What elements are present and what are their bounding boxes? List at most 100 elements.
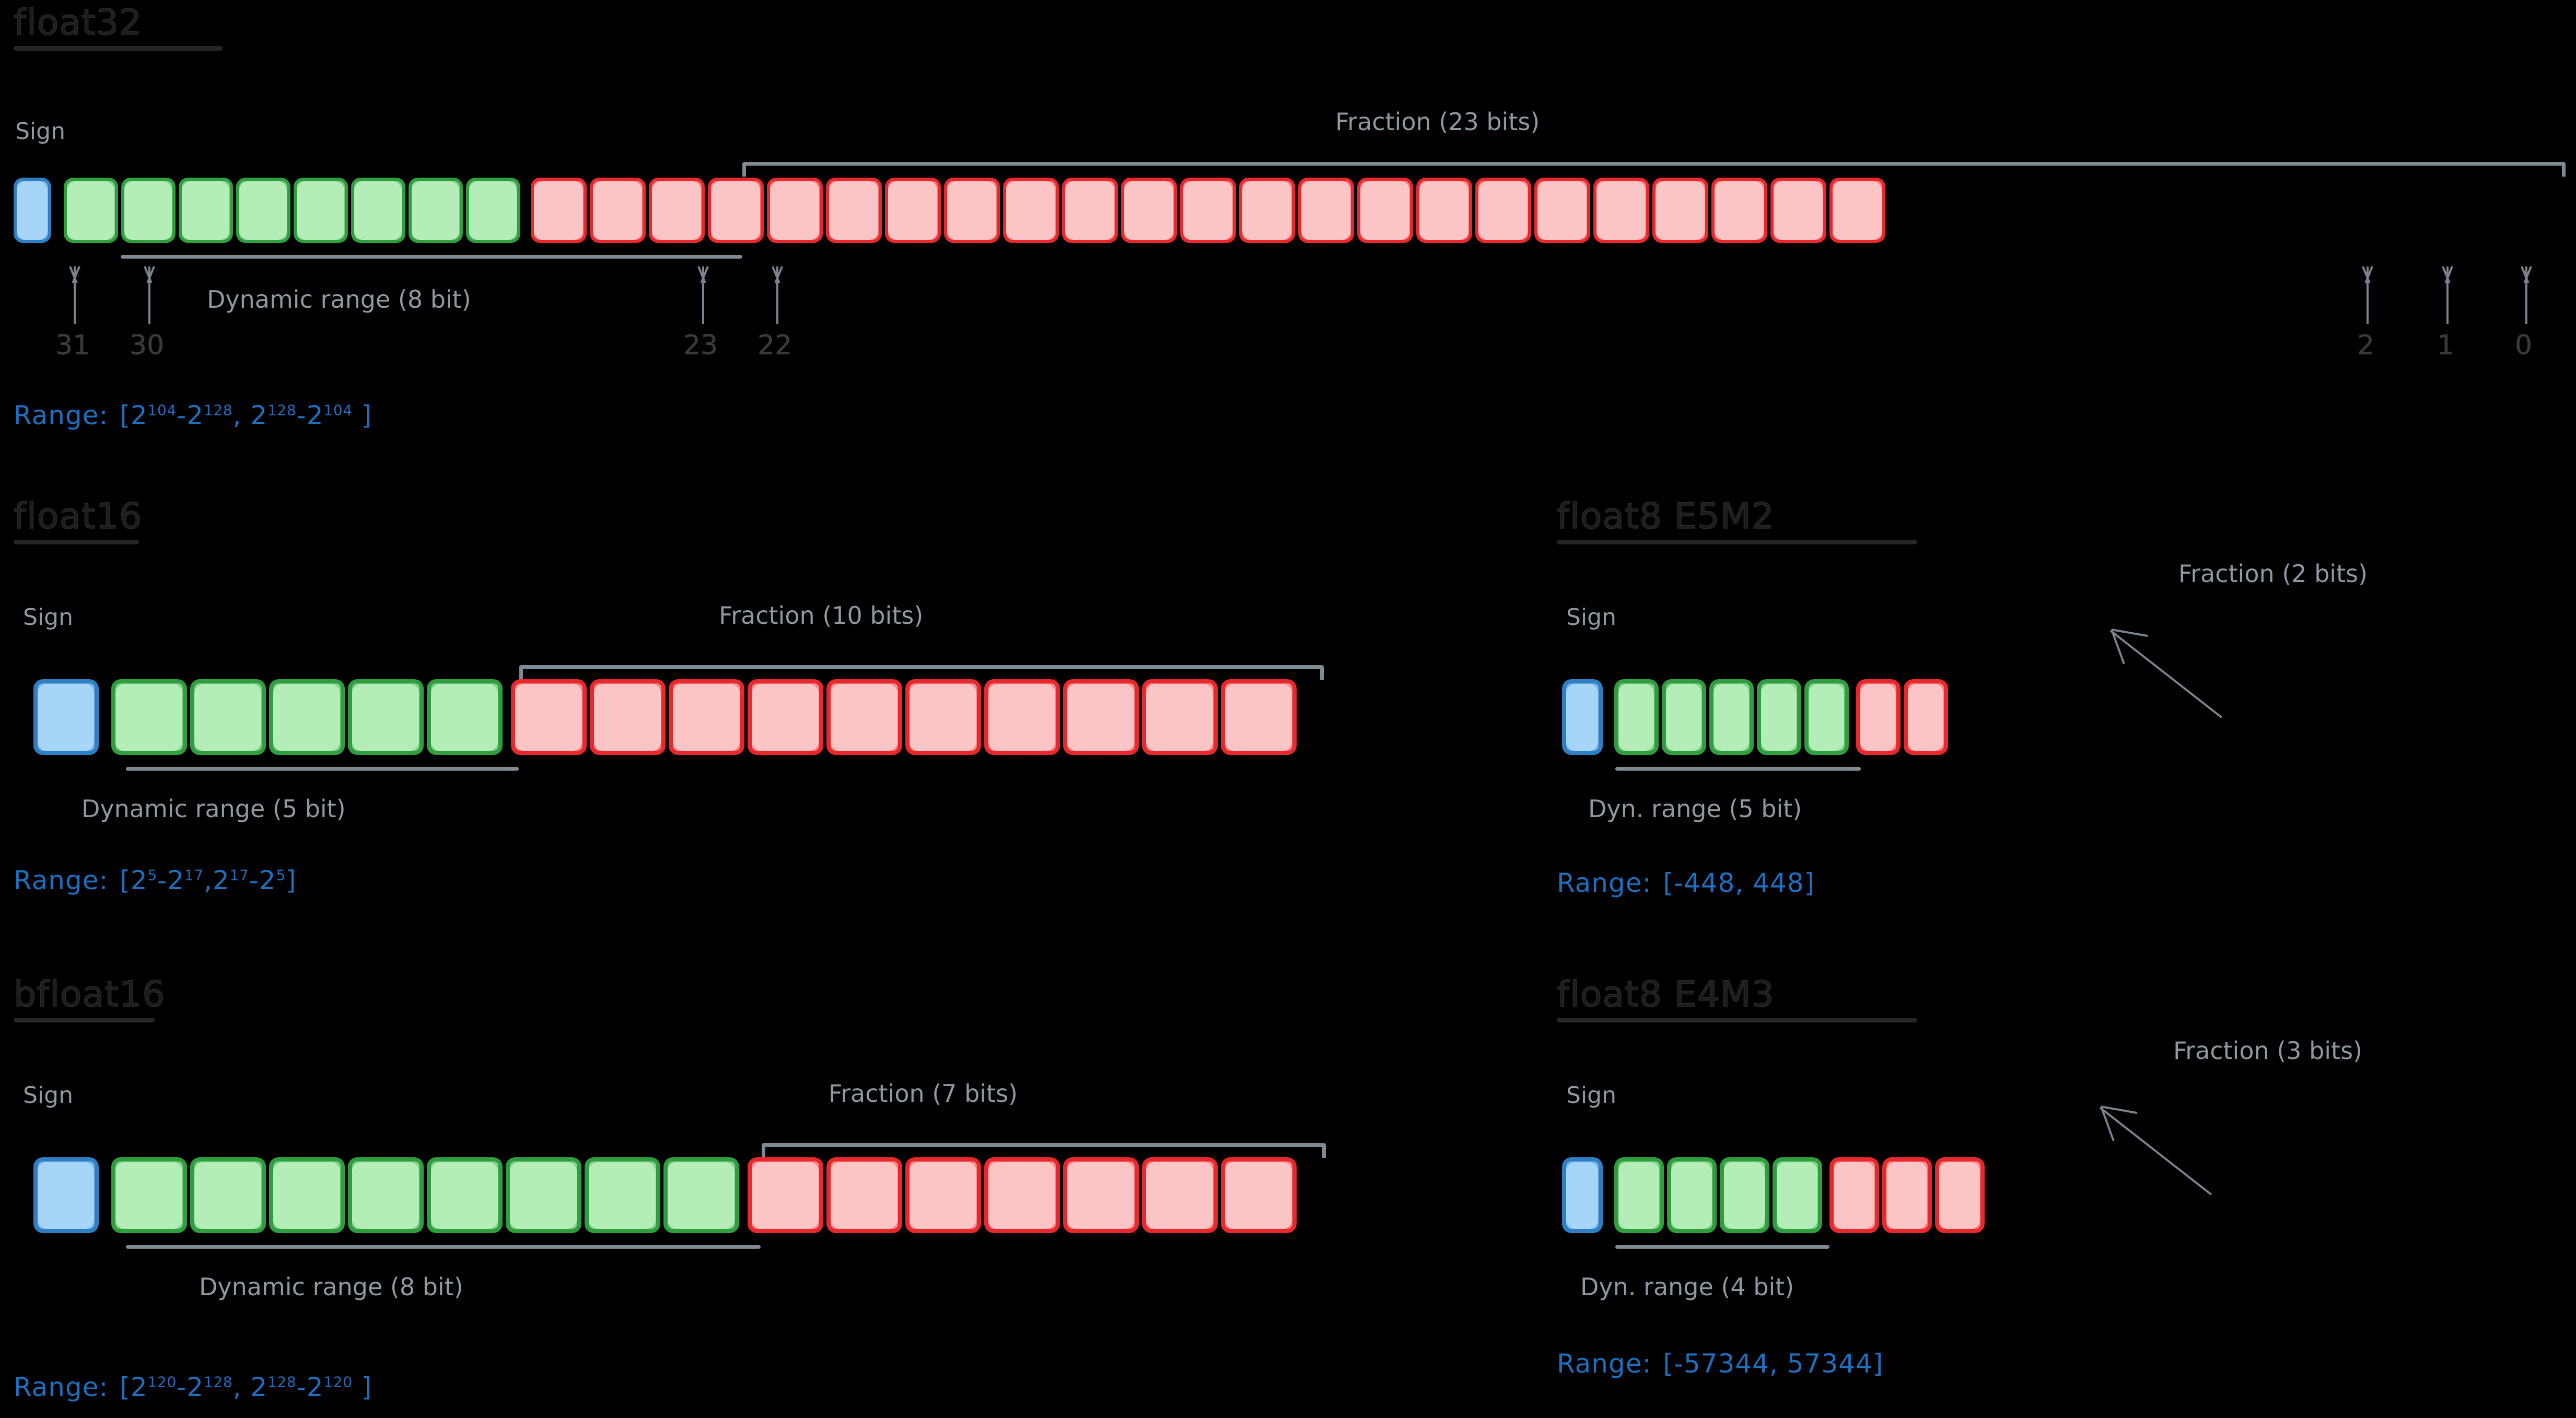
bit-cell-exponent[interactable] — [179, 178, 233, 243]
bit-cell-exponent[interactable] — [1804, 679, 1849, 755]
bit-cell-fraction[interactable] — [1142, 679, 1218, 755]
bit-cell-fraction[interactable] — [826, 178, 882, 243]
bit-cell-exponent[interactable] — [427, 679, 503, 755]
bit-cell-fraction[interactable] — [1829, 178, 1885, 243]
dynamic-range-label-float8-e5m2: Dyn. range (5 bit) — [1588, 795, 1802, 823]
bit-cell-fraction[interactable] — [748, 679, 823, 755]
bit-cell-fraction[interactable] — [1593, 178, 1649, 243]
bit-cell-exponent[interactable] — [348, 1157, 424, 1233]
bit-cell-sign[interactable] — [33, 679, 99, 755]
range-line-float16: Range:[25-217,217-25] — [14, 867, 297, 893]
bit-cell-fraction[interactable] — [649, 178, 705, 243]
bit-cell-exponent[interactable] — [427, 1157, 503, 1233]
bit-cell-fraction[interactable] — [1416, 178, 1472, 243]
bit-cell-exponent[interactable] — [1757, 679, 1801, 755]
bit-cell-fraction[interactable] — [1298, 178, 1354, 243]
bit-cell-fraction[interactable] — [590, 178, 646, 243]
format-section-float8-e5m2: float8 E5M2 Sign Fraction (2 bits) Dyn. … — [1556, 498, 2368, 896]
bit-cell-exponent[interactable] — [269, 1157, 345, 1233]
title-underline — [14, 540, 139, 544]
bit-cell-fraction[interactable] — [1904, 679, 1948, 755]
title-underline — [14, 46, 223, 51]
bit-cell-fraction[interactable] — [1829, 1157, 1879, 1233]
bit-cell-fraction[interactable] — [1770, 178, 1826, 243]
bit-cell-exponent[interactable] — [1720, 1157, 1769, 1233]
bit-cell-exponent[interactable] — [269, 679, 345, 755]
fraction-bracket-float16 — [519, 665, 1324, 680]
bit-cell-fraction[interactable] — [1121, 178, 1177, 243]
bit-cell-fraction[interactable] — [1652, 178, 1708, 243]
bit-cell-exponent[interactable] — [294, 178, 348, 243]
bit-cell-fraction[interactable] — [1003, 178, 1059, 243]
bit-cell-fraction[interactable] — [1063, 1157, 1139, 1233]
range-right-operator: - — [249, 865, 259, 896]
bit-cell-fraction[interactable] — [669, 679, 744, 755]
bit-cell-sign[interactable] — [14, 178, 51, 243]
bit-row-float8-e4m3 — [1562, 1157, 1988, 1233]
bit-cell-fraction[interactable] — [1239, 178, 1295, 243]
bit-cell-exponent[interactable] — [1614, 679, 1659, 755]
bit-cell-exponent[interactable] — [466, 178, 520, 243]
range-keyword: Range: — [14, 865, 109, 896]
bit-cell-exponent[interactable] — [1667, 1157, 1717, 1233]
bit-index-arrow-30 — [148, 266, 150, 324]
bit-cell-sign[interactable] — [1562, 1157, 1603, 1233]
bit-cell-fraction[interactable] — [984, 679, 1060, 755]
bit-cell-exponent[interactable] — [409, 178, 463, 243]
bit-cell-fraction[interactable] — [826, 679, 902, 755]
range-right-base2: 2 — [259, 865, 276, 896]
bit-cell-fraction[interactable] — [905, 679, 981, 755]
bit-cell-fraction[interactable] — [1534, 178, 1590, 243]
bit-cell-exponent[interactable] — [1662, 679, 1706, 755]
range-right-base: 2 — [212, 865, 230, 896]
bit-cell-exponent[interactable] — [1709, 679, 1754, 755]
bit-cell-fraction[interactable] — [944, 178, 1000, 243]
bit-cell-exponent[interactable] — [506, 1157, 581, 1233]
dynamic-range-underline-float8-e4m3 — [1615, 1245, 1829, 1249]
bit-cell-exponent[interactable] — [111, 679, 187, 755]
bit-cell-fraction[interactable] — [984, 1157, 1060, 1233]
bit-cell-exponent[interactable] — [351, 178, 405, 243]
bit-cell-exponent[interactable] — [190, 1157, 266, 1233]
bit-cell-fraction[interactable] — [1063, 679, 1139, 755]
bit-cell-fraction[interactable] — [531, 178, 587, 243]
bit-cell-fraction[interactable] — [1221, 679, 1297, 755]
bit-cell-fraction[interactable] — [1357, 178, 1413, 243]
bit-cell-fraction[interactable] — [1062, 178, 1118, 243]
bit-cell-fraction[interactable] — [905, 1157, 981, 1233]
dynamic-range-underline-float32 — [121, 255, 742, 259]
bit-cell-fraction[interactable] — [1856, 679, 1901, 755]
bit-cell-sign[interactable] — [33, 1157, 99, 1233]
bit-cell-fraction[interactable] — [1180, 178, 1236, 243]
bit-cell-fraction[interactable] — [1475, 178, 1531, 243]
bit-cell-fraction[interactable] — [1221, 1157, 1297, 1233]
bit-cell-fraction[interactable] — [885, 178, 941, 243]
range-right-exponent: 128 — [267, 402, 297, 419]
format-title-bfloat16: bfloat16 — [13, 977, 165, 1022]
bit-cell-exponent[interactable] — [236, 178, 290, 243]
bit-cell-exponent[interactable] — [585, 1157, 660, 1233]
bit-cell-exponent[interactable] — [1773, 1157, 1822, 1233]
bit-cell-fraction[interactable] — [511, 679, 587, 755]
bit-cell-exponent[interactable] — [190, 679, 266, 755]
bit-cell-exponent[interactable] — [111, 1157, 187, 1233]
bit-cell-fraction[interactable] — [708, 178, 764, 243]
format-section-float8-e4m3: float8 E4M3 Sign Fraction (3 bits) Dyn. … — [1556, 977, 2362, 1377]
bit-cell-fraction[interactable] — [1711, 178, 1767, 243]
range-left-exponent2: 128 — [204, 402, 233, 419]
bit-cell-fraction[interactable] — [826, 1157, 902, 1233]
bit-cell-exponent[interactable] — [121, 178, 176, 243]
bit-row-float16 — [33, 679, 1300, 755]
bit-cell-fraction[interactable] — [1882, 1157, 1932, 1233]
bit-cell-exponent[interactable] — [1614, 1157, 1664, 1233]
bit-cell-fraction[interactable] — [590, 679, 666, 755]
bit-cell-exponent[interactable] — [663, 1157, 739, 1233]
bit-cell-exponent[interactable] — [64, 178, 118, 243]
range-open-bracket: [ — [120, 400, 131, 431]
bit-cell-sign[interactable] — [1562, 679, 1603, 755]
bit-cell-fraction[interactable] — [748, 1157, 823, 1233]
bit-cell-fraction[interactable] — [1142, 1157, 1218, 1233]
bit-cell-exponent[interactable] — [348, 679, 424, 755]
bit-cell-fraction[interactable] — [1935, 1157, 1985, 1233]
bit-cell-fraction[interactable] — [767, 178, 823, 243]
